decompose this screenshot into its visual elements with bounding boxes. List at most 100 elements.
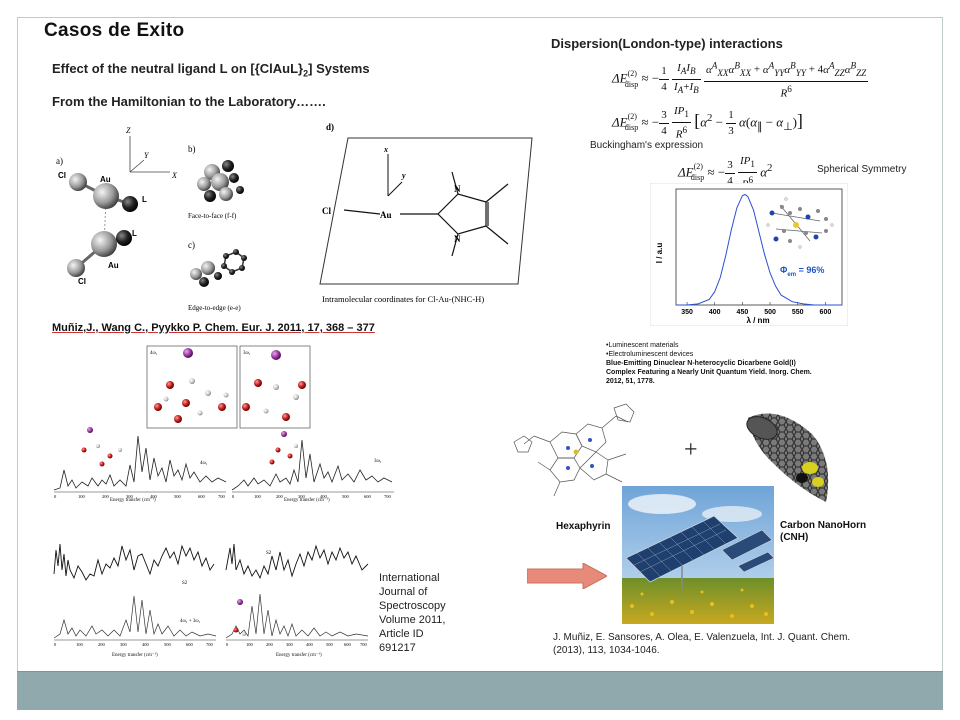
d-axis-y-label: y bbox=[401, 171, 406, 180]
svg-text:200: 200 bbox=[276, 494, 284, 499]
svg-text:700: 700 bbox=[360, 642, 368, 647]
x-tick-label: 350 bbox=[681, 309, 693, 316]
reference-chem-eur: Muñiz,J., Wang C., Pyykko P. Chem. Eur. … bbox=[52, 322, 375, 334]
label-au-1: Au bbox=[100, 175, 111, 184]
l-atom-2 bbox=[116, 230, 132, 246]
cl-atom-2 bbox=[67, 259, 85, 277]
cnh-line-1: Carbon NanoHorn bbox=[780, 520, 867, 531]
phi-label: Φem = 96% bbox=[780, 265, 824, 278]
emission-series-line bbox=[676, 193, 842, 306]
ijs-line-5: Article ID bbox=[379, 628, 424, 640]
footer-bar bbox=[17, 671, 943, 710]
svg-text:200: 200 bbox=[102, 494, 110, 499]
d-axis-x-label: x bbox=[383, 145, 388, 154]
slide-title: Casos de Exito bbox=[44, 20, 185, 41]
plot-ylabel: I / a.u bbox=[655, 243, 664, 264]
l-atom-1 bbox=[122, 196, 138, 212]
panel-d-label: d) bbox=[326, 122, 334, 132]
ijs-caption: International Journal of Spectroscopy Vo… bbox=[379, 571, 446, 655]
spec1-xlabel: Energy transfer (cm⁻¹) bbox=[110, 498, 156, 503]
heading1-end: ] Systems bbox=[308, 61, 370, 76]
solar-panel-photo bbox=[622, 486, 774, 624]
svg-text:500: 500 bbox=[174, 494, 182, 499]
bullet-2: •Electroluminescent devices bbox=[606, 351, 694, 358]
spectrum-4-lower bbox=[225, 593, 369, 639]
cnh-line-2: (CNH) bbox=[780, 532, 809, 543]
left-heading-1: Effect of the neutral ligand L on [{ClAu… bbox=[52, 61, 370, 79]
x-tick-label: 450 bbox=[737, 309, 749, 316]
luminescent-bullets: •Luminescent materials •Electroluminesce… bbox=[606, 341, 816, 386]
au-atom-2 bbox=[91, 231, 117, 257]
panel-b-label: b) bbox=[188, 144, 196, 154]
inset2-tag: 3ω₁ bbox=[243, 351, 251, 356]
axis-y-line bbox=[129, 159, 145, 173]
d-n1-label: N bbox=[454, 184, 461, 194]
cnh-label: Carbon NanoHorn (CNH) bbox=[780, 520, 866, 544]
spec4-xlabel: Energy transfer (cm⁻¹) bbox=[276, 653, 322, 658]
hexaphyrin-molecule bbox=[513, 403, 635, 497]
spec2-tag: 3ω₁ bbox=[374, 459, 382, 464]
svg-text:600: 600 bbox=[364, 494, 372, 499]
svg-text:500: 500 bbox=[164, 642, 172, 647]
face-to-face-cluster bbox=[197, 160, 244, 202]
svg-text:300: 300 bbox=[286, 642, 294, 647]
svg-text:300: 300 bbox=[298, 494, 306, 499]
spectrum-3-lower bbox=[53, 595, 217, 639]
svg-text:400: 400 bbox=[150, 494, 158, 499]
hexaphyrin-label: Hexaphyrin bbox=[556, 521, 611, 532]
panel-d-diagram: d) x y Cl Au N N Intramolecular coordina… bbox=[319, 122, 533, 304]
ijs-line-2: Journal of bbox=[379, 586, 428, 598]
svg-text:600: 600 bbox=[198, 494, 206, 499]
ijs-line-6: 691217 bbox=[379, 642, 416, 654]
label-au-2: Au bbox=[108, 261, 119, 270]
svg-text:700: 700 bbox=[384, 494, 392, 499]
right-arrow-icon bbox=[527, 563, 607, 589]
spec4-tag: S2 bbox=[266, 551, 272, 556]
spec2-xlabel: Energy transfer (cm⁻¹) bbox=[284, 498, 330, 503]
svg-text:200: 200 bbox=[266, 642, 274, 647]
ijs-line-1: International bbox=[379, 572, 440, 584]
svg-text:700: 700 bbox=[218, 494, 226, 499]
gold-complex-molecule bbox=[766, 197, 834, 249]
spectrum-2-curve bbox=[231, 439, 393, 491]
plus-sign: + bbox=[684, 437, 698, 463]
svg-text:400: 400 bbox=[142, 642, 150, 647]
spec1-tag: 4ω₁ bbox=[200, 461, 208, 466]
label-l-2: L bbox=[132, 229, 137, 238]
reference-text: Muñiz,J., Wang C., Pyykko P. Chem. Eur. … bbox=[52, 322, 375, 334]
spectrum-1-curve bbox=[53, 435, 227, 491]
svg-text:700: 700 bbox=[206, 642, 214, 647]
spherical-label: Spherical Symmetry bbox=[817, 164, 907, 175]
d-caption: Intramolecular coordinates for Cl-Au-(NH… bbox=[322, 294, 484, 304]
label-cl-1: Cl bbox=[58, 171, 66, 180]
spectrum-4-upper bbox=[225, 543, 369, 580]
svg-text:400: 400 bbox=[320, 494, 328, 499]
svg-text:600: 600 bbox=[344, 642, 352, 647]
x-tick-label: 400 bbox=[709, 309, 721, 316]
label-cl-3: Cl bbox=[78, 277, 86, 286]
coord-plane bbox=[319, 137, 533, 285]
svg-text:0: 0 bbox=[232, 494, 235, 499]
svg-text:100: 100 bbox=[78, 494, 86, 499]
svg-text:100: 100 bbox=[246, 642, 254, 647]
svg-text:300: 300 bbox=[126, 494, 134, 499]
spec3-tag: S2 bbox=[182, 581, 188, 586]
molecule-panel-abc: a) b) c) Z Y X Cl Au L L Au Cl Face-to-f… bbox=[56, 126, 247, 312]
x-tick-label: 600 bbox=[820, 309, 832, 316]
panel-c-label: c) bbox=[188, 240, 195, 250]
panel-a-label: a) bbox=[56, 156, 63, 166]
svg-text:100: 100 bbox=[76, 642, 84, 647]
d-au-label: Au bbox=[380, 210, 392, 220]
svg-text:0: 0 bbox=[226, 642, 229, 647]
plot-xlabel: λ / nm bbox=[746, 316, 769, 325]
au-atom-1 bbox=[93, 183, 119, 209]
x-tick-label: 500 bbox=[764, 309, 776, 316]
edge-to-edge-cluster bbox=[190, 249, 247, 287]
d-n2-label: N bbox=[454, 234, 461, 244]
d-cl-label: Cl bbox=[322, 206, 331, 216]
